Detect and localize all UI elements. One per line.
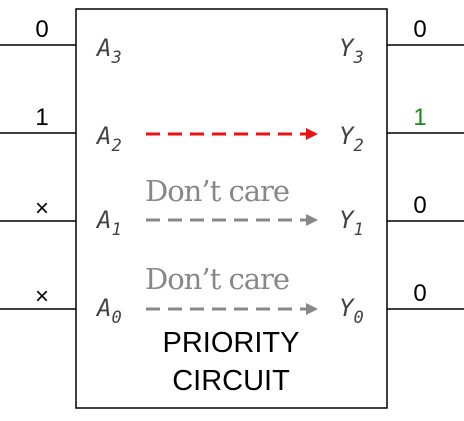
- circuit-title-line2: CIRCUIT: [172, 365, 290, 397]
- dont-care-note-row1: Don’t care: [145, 174, 289, 208]
- pin-label-a0: A0: [95, 294, 122, 328]
- pin-label-y2: Y2: [339, 122, 364, 156]
- output-value-y1: 0: [413, 192, 426, 219]
- pin-label-a2: A2: [95, 122, 122, 156]
- pin-label-a1: A1: [95, 206, 122, 240]
- pin-label-a3: A3: [95, 34, 122, 68]
- input-value-a3: 0: [35, 16, 48, 43]
- dont-care-note-row0: Don’t care: [145, 262, 289, 296]
- pin-label-y1: Y1: [339, 206, 364, 240]
- input-value-a2: 1: [35, 104, 48, 131]
- circuit-title-line1: PRIORITY: [163, 327, 300, 359]
- pin-label-y0: Y0: [339, 294, 364, 328]
- pin-label-y3: Y3: [339, 34, 364, 68]
- output-value-y2: 1: [413, 104, 426, 131]
- output-value-y0: 0: [413, 280, 426, 307]
- input-value-a1: ×: [35, 195, 49, 222]
- circuit-box: [75, 8, 388, 409]
- output-value-y3: 0: [413, 16, 426, 43]
- input-value-a0: ×: [35, 283, 49, 310]
